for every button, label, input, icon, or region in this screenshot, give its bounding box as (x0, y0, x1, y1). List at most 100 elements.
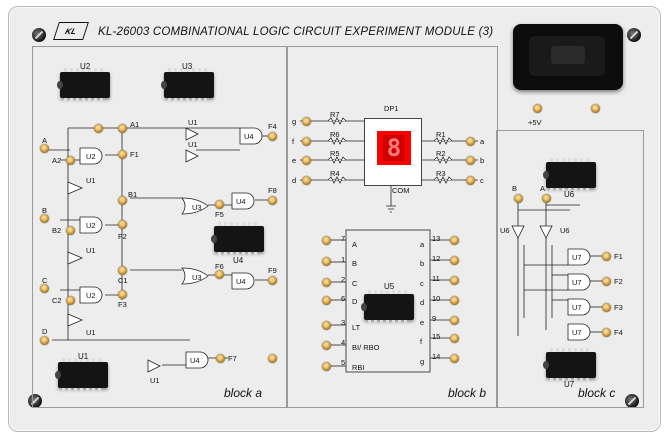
inverter-label: U6 (560, 226, 570, 235)
segment-label: d (292, 176, 297, 185)
decoder-pin-jack[interactable] (450, 236, 459, 245)
pin-name: D (352, 297, 358, 306)
input-d-jack[interactable] (40, 336, 49, 345)
gate-label: U2 (86, 221, 96, 230)
gate-label: U4 (244, 132, 254, 141)
inverter-label: U6 (500, 226, 510, 235)
power-ground-jack[interactable] (591, 104, 600, 113)
gate-label: U1 (86, 246, 96, 255)
segment-c-jack[interactable] (466, 176, 475, 185)
output-f6-jack[interactable] (215, 270, 224, 279)
pin-number: 2 (341, 275, 346, 284)
decoder-pin-jack[interactable] (450, 276, 459, 285)
output-label: F3 (614, 303, 623, 312)
block-a-label: block a (224, 386, 263, 400)
output-f5-jack[interactable] (215, 200, 224, 209)
input-a2-jack[interactable] (66, 156, 75, 165)
decoder-pin-jack[interactable] (322, 278, 331, 287)
gate-label: U1 (150, 376, 160, 385)
seven-segment-display: 8 (364, 118, 422, 186)
decoder-pin-jack[interactable] (450, 316, 459, 325)
input-label: A (540, 184, 546, 193)
segment-f-jack[interactable] (302, 137, 311, 146)
pin-number: 14 (432, 352, 441, 361)
pin-name: d (420, 298, 425, 307)
input-c-jack[interactable] (40, 284, 49, 293)
output-label: F1 (614, 252, 623, 261)
block-c-output-f2-jack[interactable] (602, 277, 611, 286)
pin-name: e (420, 318, 425, 327)
output-f3-jack[interactable] (118, 290, 127, 299)
block-c-input-a-jack[interactable] (542, 194, 551, 203)
decoder-pin-jack[interactable] (322, 321, 331, 330)
block-c-output-f1-jack[interactable] (602, 252, 611, 261)
decoder-pin-jack[interactable] (322, 257, 331, 266)
chip-u1-label: U1 (78, 352, 89, 361)
segment-b-jack[interactable] (466, 156, 475, 165)
input-c2-label: C2 (52, 296, 62, 305)
pin-number: 7 (341, 234, 346, 243)
block-c-label: block c (578, 386, 616, 400)
input-a-jack[interactable] (40, 144, 49, 153)
decoder-pin-jack[interactable] (450, 256, 459, 265)
segment-label: a (480, 137, 485, 146)
power-switch[interactable] (513, 24, 623, 90)
pin-name: LT (352, 323, 361, 332)
output-f4-jack[interactable] (268, 132, 277, 141)
block-c-input-b-jack[interactable] (514, 194, 523, 203)
output-f2-jack[interactable] (118, 220, 127, 229)
segment-e-jack[interactable] (302, 156, 311, 165)
segment-label: f (292, 137, 295, 146)
input-b2-jack[interactable] (66, 226, 75, 235)
decoder-pin-jack[interactable] (322, 362, 331, 371)
pin-number: 3 (341, 318, 346, 327)
segment-g-jack[interactable] (302, 117, 311, 126)
pin-number: 4 (341, 338, 346, 347)
output-b1-jack[interactable] (118, 196, 127, 205)
chip-u6-label: U6 (564, 190, 575, 199)
power-switch-rocker[interactable] (551, 46, 585, 64)
block-b-label: block b (448, 386, 487, 400)
decoder-pin-jack[interactable] (450, 296, 459, 305)
block-a-ground-jack[interactable] (268, 354, 277, 363)
chip-u5-label: U5 (384, 282, 395, 291)
output-c1-jack[interactable] (118, 266, 127, 275)
power-5v-jack[interactable] (533, 104, 542, 113)
output-a1-jack[interactable] (94, 124, 103, 133)
output-b1-label: B1 (128, 190, 138, 199)
segment-label: g (292, 117, 297, 126)
gate-label: U1 (188, 140, 198, 149)
block-c-outline (496, 130, 644, 408)
pin-number: 15 (432, 332, 441, 341)
input-b-jack[interactable] (40, 214, 49, 223)
block-c-output-f4-jack[interactable] (602, 328, 611, 337)
output-f9-jack[interactable] (268, 276, 277, 285)
output-f7-jack[interactable] (216, 354, 225, 363)
chip-u6 (543, 158, 596, 192)
pin-name: b (420, 259, 425, 268)
input-c-label: C (42, 276, 48, 285)
display-face: 8 (377, 131, 411, 165)
decoder-pin-jack[interactable] (450, 354, 459, 363)
decoder-pin-jack[interactable] (450, 334, 459, 343)
segment-a-jack[interactable] (466, 137, 475, 146)
block-b-outline (286, 46, 498, 408)
output-f8-jack[interactable] (268, 196, 277, 205)
decoder-pin-jack[interactable] (322, 296, 331, 305)
segment-d-jack[interactable] (302, 176, 311, 185)
chip-u4 (211, 222, 264, 256)
block-c-output-f3-jack[interactable] (602, 303, 611, 312)
output-a1-jack-2[interactable] (118, 124, 127, 133)
decoder-pin-jack[interactable] (322, 341, 331, 350)
output-f1-jack[interactable] (118, 150, 127, 159)
pin-number: 13 (432, 234, 441, 243)
pin-number: 5 (341, 358, 346, 367)
gate-label: U4 (190, 356, 200, 365)
input-c2-jack[interactable] (66, 296, 75, 305)
decoder-pin-jack[interactable] (322, 236, 331, 245)
screw-top-right (627, 28, 641, 42)
screw-top-left (32, 28, 46, 42)
power-5v-label: +5V (528, 118, 542, 127)
segment-label: b (480, 156, 485, 165)
